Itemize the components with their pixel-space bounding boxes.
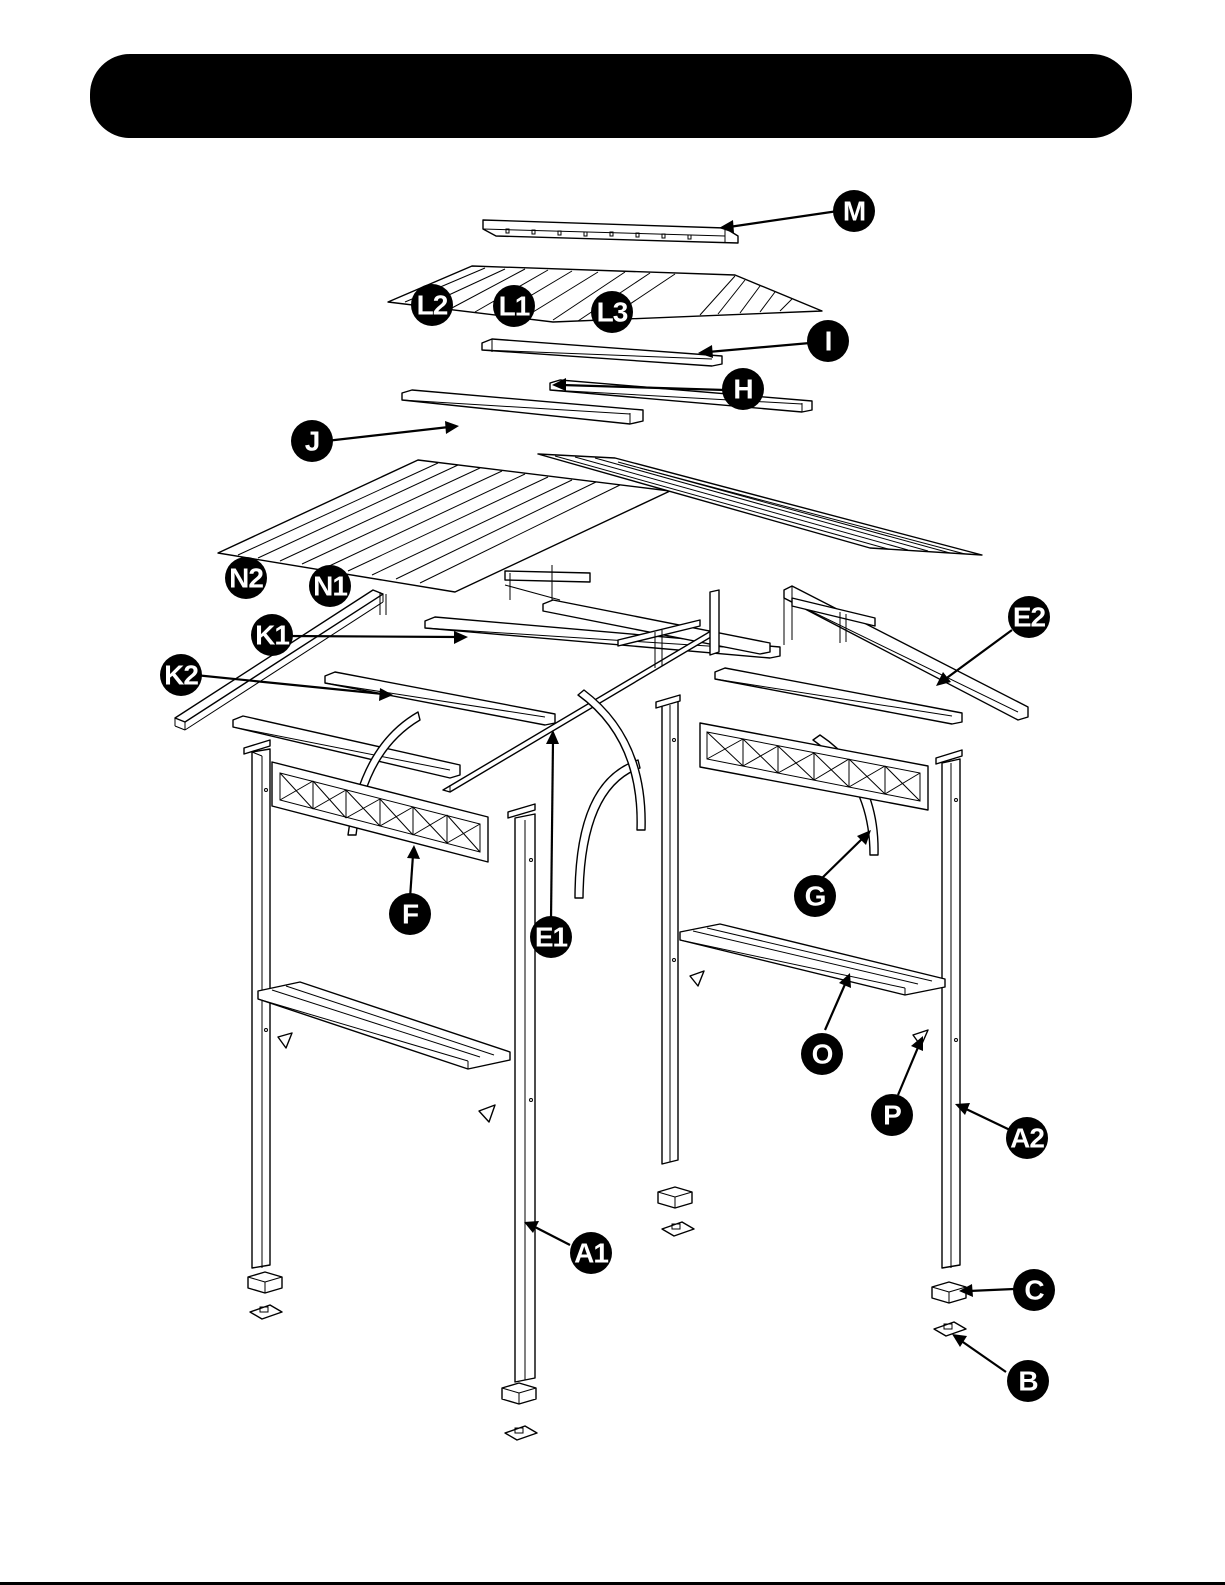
svg-text:L3: L3: [597, 297, 628, 328]
callout-m: M: [833, 190, 875, 232]
svg-text:O: O: [812, 1039, 833, 1070]
svg-text:G: G: [805, 881, 826, 912]
svg-text:M: M: [843, 196, 865, 227]
callout-e2: E2: [1008, 596, 1050, 638]
svg-text:E2: E2: [1013, 602, 1046, 633]
callout-j: J: [291, 420, 333, 462]
callout-p: P: [871, 1094, 913, 1136]
svg-text:A2: A2: [1010, 1123, 1044, 1154]
part-c-post-covers: [248, 1187, 966, 1404]
svg-text:A1: A1: [574, 1238, 608, 1269]
callout-g: G: [794, 875, 836, 917]
svg-text:N2: N2: [229, 563, 263, 594]
part-g-lattice-panel: [700, 723, 928, 810]
callout-a2: A2: [1006, 1117, 1048, 1159]
part-i-purlin: [482, 339, 722, 366]
part-arch-braces: [348, 690, 878, 898]
callout-n2: N2: [225, 557, 267, 599]
callout-c: C: [1013, 1269, 1055, 1311]
svg-text:J: J: [305, 426, 320, 457]
svg-text:F: F: [402, 899, 419, 930]
part-o-shelves: [258, 924, 945, 1069]
part-m-ridge-cap: [483, 220, 738, 243]
svg-text:K1: K1: [255, 620, 289, 651]
callout-l1: L1: [493, 285, 535, 327]
callout-n1: N1: [309, 565, 351, 607]
svg-text:K2: K2: [164, 660, 198, 691]
svg-text:H: H: [733, 374, 752, 405]
svg-text:I: I: [825, 326, 832, 357]
callout-k1: K1: [251, 614, 293, 656]
callout-o: O: [801, 1033, 843, 1075]
svg-text:C: C: [1024, 1275, 1044, 1306]
svg-text:E1: E1: [535, 922, 568, 953]
callout-i: I: [807, 320, 849, 362]
callout-h: H: [722, 368, 764, 410]
svg-text:B: B: [1018, 1366, 1037, 1397]
callout-f: F: [389, 893, 431, 935]
svg-text:P: P: [883, 1100, 901, 1131]
callout-a1: A1: [570, 1232, 612, 1274]
callout-l3: L3: [591, 291, 633, 333]
svg-text:N1: N1: [313, 571, 347, 602]
callout-k2: K2: [160, 654, 202, 696]
callout-l2: L2: [411, 284, 453, 326]
svg-text:L1: L1: [499, 291, 530, 322]
callout-e1: E1: [530, 916, 572, 958]
callout-b: B: [1007, 1360, 1049, 1402]
svg-text:L2: L2: [417, 290, 448, 321]
